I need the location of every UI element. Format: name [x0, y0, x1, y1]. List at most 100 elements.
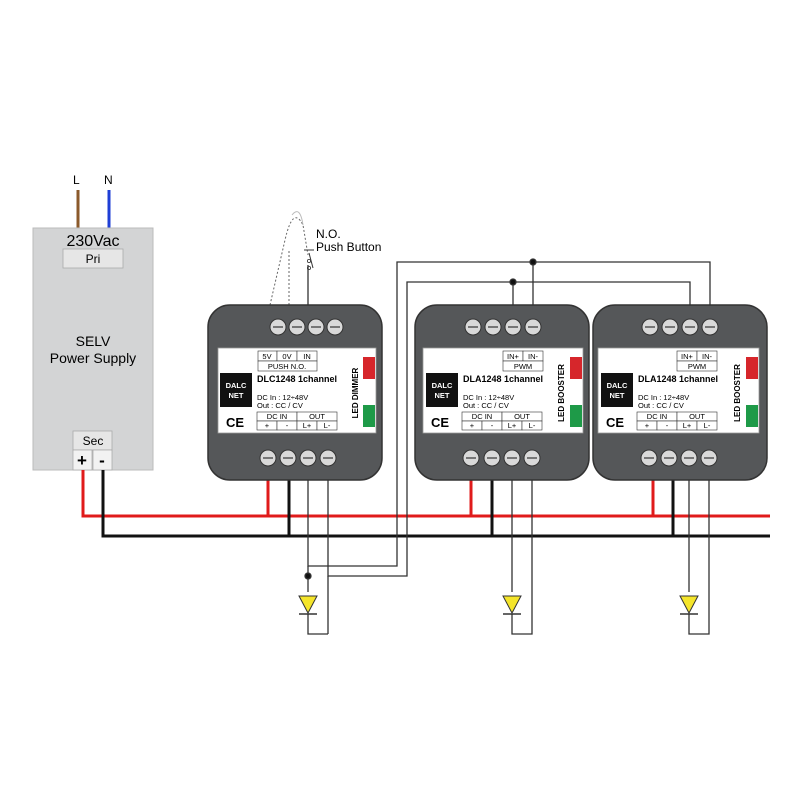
- push-button-label-line2: Push Button: [316, 240, 381, 254]
- booster2-led-return-wire: [688, 478, 710, 635]
- psu-sec-box: [72, 430, 113, 451]
- top-terminal-screws: [464, 318, 542, 336]
- terminal-label-5v: 5V: [262, 352, 271, 361]
- brand-line1: DALC: [226, 381, 247, 390]
- led-loads: [304, 478, 710, 635]
- mains-wires: L N: [73, 173, 113, 229]
- positive-bus-wire: [81, 470, 770, 518]
- out-label: OUT: [514, 412, 530, 421]
- led-icon: [679, 595, 699, 615]
- dc-in-label: DC IN: [647, 412, 667, 421]
- led-icon: [502, 595, 522, 615]
- out-label: OUT: [309, 412, 325, 421]
- label-red-stripe: [570, 357, 582, 379]
- terminal-group-push: PUSH N.O.: [268, 362, 306, 371]
- psu-pri-box: [62, 248, 124, 269]
- out-label: OUT: [689, 412, 705, 421]
- dc-in-label: DC IN: [267, 412, 287, 421]
- term-plus: +: [265, 421, 270, 430]
- push-button-lever: [308, 252, 314, 269]
- dc-in-label: DC IN: [472, 412, 492, 421]
- label-green-stripe: [363, 405, 375, 427]
- brand-logo: [220, 373, 252, 407]
- push-button-loop: [291, 211, 304, 226]
- top-terminal-screws: [641, 318, 719, 336]
- live-label: L: [73, 173, 80, 187]
- term-minus: -: [286, 421, 289, 430]
- bottom-terminal-screws: [259, 449, 337, 467]
- supply-bus: [81, 470, 770, 538]
- negative-bus-wire: [101, 470, 770, 538]
- brand-line2: NET: [229, 391, 244, 400]
- out-spec: Out : CC / CV: [638, 401, 684, 410]
- terminal-label-in-minus: IN-: [702, 352, 713, 361]
- led-icon: [298, 595, 318, 615]
- booster1-led-return-wire: [511, 478, 533, 635]
- term-l-plus: L+: [508, 421, 517, 430]
- power-supply: 230Vac Pri SELV Power Supply Sec + -: [32, 227, 154, 471]
- term-minus: -: [666, 421, 669, 430]
- out-spec: Out : CC / CV: [463, 401, 509, 410]
- label-green-stripe: [570, 405, 582, 427]
- brand-line2: NET: [610, 391, 625, 400]
- brand-line1: DALC: [432, 381, 453, 390]
- term-minus: -: [491, 421, 494, 430]
- led-symbol-booster1: [502, 595, 522, 615]
- psu-title-line2: Power Supply: [50, 350, 136, 366]
- out-spec: Out : CC / CV: [257, 401, 303, 410]
- term-plus: +: [470, 421, 475, 430]
- junction-dot: [304, 572, 312, 580]
- brand-logo: [426, 373, 458, 407]
- bottom-terminal-screws: [640, 449, 718, 467]
- terminal-label-0v: 0V: [282, 352, 291, 361]
- dc-in-spec: DC In : 12÷48V: [257, 393, 308, 402]
- terminal-group-pwm: PWM: [688, 362, 706, 371]
- dc-in-spec: DC In : 12÷48V: [463, 393, 514, 402]
- dimmer-led-cathode-wire: [307, 614, 328, 635]
- push-button: N.O. Push Button: [269, 211, 381, 306]
- psu-plus-label: +: [77, 451, 87, 470]
- label-green-stripe: [746, 405, 758, 427]
- brand-logo: [601, 373, 633, 407]
- ce-mark: CE: [431, 415, 449, 430]
- led-symbol-dimmer: [298, 595, 318, 615]
- push-button-label-line1: N.O.: [316, 227, 341, 241]
- terminal-label-in: IN: [303, 352, 311, 361]
- side-label: LED BOOSTER: [733, 364, 742, 422]
- junction-dot: [509, 278, 517, 286]
- top-terminal-screws: [269, 318, 344, 336]
- dimmer-module: 5V 0V IN PUSH N.O. DALC NET DLC1248 1cha…: [207, 304, 383, 481]
- psu-minus-label: -: [99, 451, 105, 470]
- term-l-plus: L+: [683, 421, 692, 430]
- junction-dot: [529, 258, 537, 266]
- term-plus: +: [645, 421, 650, 430]
- terminal-label-in-plus: IN+: [507, 352, 520, 361]
- label-red-stripe: [363, 357, 375, 379]
- psu-voltage: 230Vac: [66, 233, 119, 250]
- booster1-module: IN+ IN- PWM DALC NET DLA1248 1channel DC…: [414, 304, 590, 481]
- term-l-minus: L-: [704, 421, 711, 430]
- terminal-group-pwm: PWM: [514, 362, 532, 371]
- push-button-terminal: [306, 258, 311, 263]
- term-l-minus: L-: [529, 421, 536, 430]
- ce-mark: CE: [606, 415, 624, 430]
- push-button-wire-dashed: [269, 217, 309, 306]
- terminal-label-in-plus: IN+: [681, 352, 694, 361]
- model-name: DLA1248 1channel: [638, 374, 718, 384]
- term-l-minus: L-: [324, 421, 331, 430]
- push-button-terminal: [306, 265, 311, 270]
- model-name: DLC1248 1channel: [257, 374, 337, 384]
- pwm-minus-wire: [327, 281, 691, 577]
- brand-line2: NET: [435, 391, 450, 400]
- led-symbol-booster2: [679, 595, 699, 615]
- terminal-label-in-minus: IN-: [528, 352, 539, 361]
- label-red-stripe: [746, 357, 758, 379]
- model-name: DLA1248 1channel: [463, 374, 543, 384]
- dc-in-spec: DC In : 12÷48V: [638, 393, 689, 402]
- pwm-plus-wire: [307, 261, 711, 567]
- booster2-module: IN+ IN- PWM DALC NET DLA1248 1channel DC…: [592, 304, 768, 481]
- term-l-plus: L+: [303, 421, 312, 430]
- psu-pri-label: Pri: [86, 252, 101, 266]
- ce-mark: CE: [226, 415, 244, 430]
